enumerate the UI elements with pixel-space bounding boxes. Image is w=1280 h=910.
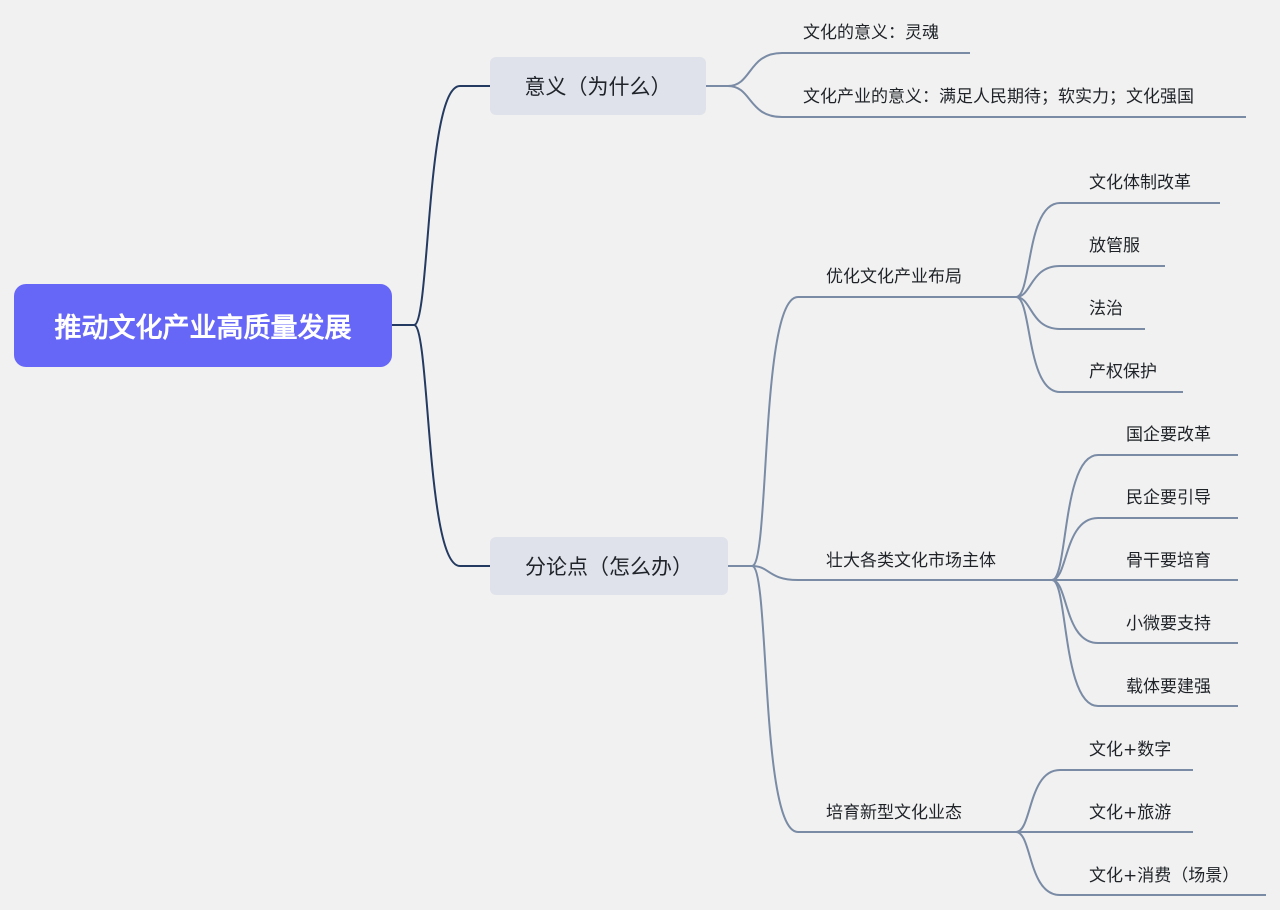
connector-group-2-item-2 — [1051, 517, 1238, 581]
market-item-core-cultivation[interactable]: 骨干要培育 — [1126, 551, 1211, 571]
market-item-soe-reform[interactable]: 国企要改革 — [1126, 425, 1211, 445]
significance-item-culture[interactable]: 文化的意义：灵魂 — [803, 23, 939, 43]
market-item-small-support[interactable]: 小微要支持 — [1126, 614, 1211, 634]
connector-arguments-to-group-1 — [728, 296, 1016, 567]
new-format-item-consumption[interactable]: 文化+消费（场景） — [1089, 866, 1240, 886]
layout-item-rule-of-law[interactable]: 法治 — [1089, 299, 1123, 319]
connector-root-to-arguments — [392, 324, 490, 567]
argument-group-layout[interactable]: 优化文化产业布局 — [826, 267, 962, 287]
layout-item-streamline-services[interactable]: 放管服 — [1089, 236, 1140, 256]
market-item-carrier-strengthen[interactable]: 载体要建强 — [1126, 677, 1211, 697]
layout-item-property-rights[interactable]: 产权保护 — [1089, 362, 1157, 382]
branch-node-significance[interactable]: 意义（为什么） — [490, 57, 706, 115]
connector-group-1-item-2 — [1015, 265, 1165, 298]
connector-arguments-to-group-3 — [728, 565, 1016, 833]
connector-group-1-item-4 — [1015, 296, 1183, 393]
connector-group-2-item-5 — [1051, 579, 1238, 707]
connector-group-2-item-1 — [1051, 454, 1238, 581]
root-node[interactable]: 推动文化产业高质量发展 — [14, 284, 392, 367]
connector-significance-to-item-1 — [706, 52, 970, 87]
connector-group-1-item-3 — [1015, 296, 1145, 330]
significance-item-industry[interactable]: 文化产业的意义：满足人民期待；软实力；文化强国 — [803, 87, 1194, 107]
argument-group-new-formats[interactable]: 培育新型文化业态 — [826, 803, 962, 823]
branch-node-arguments[interactable]: 分论点（怎么办） — [490, 537, 728, 595]
connector-group-2-item-4 — [1051, 579, 1238, 644]
connector-group-3-item-1 — [1015, 769, 1193, 833]
new-format-item-digital[interactable]: 文化+数字 — [1089, 740, 1172, 760]
connector-significance-to-item-2 — [706, 85, 1246, 118]
new-format-item-tourism[interactable]: 文化+旅游 — [1089, 803, 1172, 823]
connector-group-1-item-1 — [1015, 202, 1220, 298]
layout-item-system-reform[interactable]: 文化体制改革 — [1089, 173, 1191, 193]
connector-group-3-item-3 — [1015, 831, 1266, 896]
connector-root-to-significance — [392, 85, 490, 326]
market-item-private-guidance[interactable]: 民企要引导 — [1126, 488, 1211, 508]
argument-group-market-entities[interactable]: 壮大各类文化市场主体 — [826, 551, 996, 571]
